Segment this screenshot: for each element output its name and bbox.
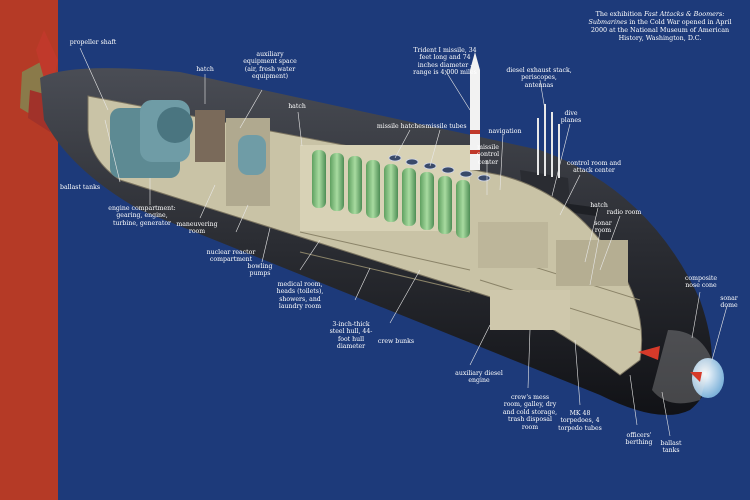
- label-ballast-tanks-stern: ballast tanks: [60, 184, 101, 191]
- label-missile-tubes: missile tubes: [425, 123, 467, 130]
- sonar-dome: [692, 358, 724, 398]
- label-auxiliary-diesel: auxiliary diesel engine: [455, 370, 503, 385]
- label-control-room: control room and attack center: [566, 160, 622, 175]
- engine-machinery: [110, 100, 225, 178]
- label-hatch-stern: hatch: [196, 66, 214, 73]
- caption-prefix: The exhibition: [595, 10, 645, 18]
- label-sonar-room: sonar room: [594, 220, 612, 235]
- label-hatch-mid: hatch: [288, 103, 306, 110]
- label-missile-hatches: missile hatches: [376, 123, 426, 130]
- label-auxiliary-equipment: auxiliary equipment space (air, fresh wa…: [243, 51, 297, 81]
- label-hatch-bow: hatch: [590, 202, 608, 209]
- label-sonar-dome: sonar dome: [720, 295, 738, 310]
- label-steel-hull: 3-inch-thick steel hull, 44-foot hull di…: [329, 321, 373, 351]
- label-ballast-tanks-bow: ballast tanks: [660, 440, 682, 455]
- label-bowling-pumps: bowling pumps: [247, 263, 273, 278]
- label-propeller-shaft: propeller shaft: [69, 39, 117, 46]
- trident-missile: [470, 52, 480, 170]
- label-maneuvering-room: maneuvering room: [176, 221, 218, 236]
- label-dive-planes: dive planes: [560, 110, 582, 125]
- label-crew-bunks: crew bunks: [377, 338, 415, 345]
- red-marker-nose: [690, 372, 702, 382]
- label-medical-room: medical room, heads (toilets), showers, …: [276, 281, 324, 311]
- label-engine-compartment: engine compartment: gearing, engine, tur…: [108, 205, 176, 227]
- label-composite-nose-cone: composite nose cone: [684, 275, 718, 290]
- label-crews-mess: crew's mess room, galley, dry and cold s…: [502, 394, 558, 431]
- label-officers-berthing: officers' berthing: [625, 432, 653, 447]
- reactor-compartment: [226, 118, 270, 206]
- leader-lines: [79, 47, 728, 437]
- label-torpedoes: MK 48 torpedoes, 4 torpedo tubes: [558, 410, 602, 432]
- exhibition-caption: The exhibition Fast Attacks & Boomers: S…: [585, 10, 735, 42]
- nose-cone: [652, 330, 712, 404]
- caption-exhibition-title: Fast Attacks & Boomers: Submarines: [588, 10, 725, 26]
- label-missile-control-center: missile control center: [476, 144, 500, 166]
- label-nuclear-reactor: nuclear reactor compartment: [206, 249, 256, 264]
- forward-compartments: [478, 222, 628, 330]
- label-diesel-exhaust: diesel exhaust stack, periscopes, antenn…: [506, 67, 572, 89]
- label-radio-room: radio room: [606, 209, 642, 216]
- caption-rest: in the Cold War opened in April 2000 at …: [590, 18, 732, 42]
- missile-tubes: [300, 145, 470, 238]
- red-marker-bow: [638, 346, 660, 360]
- label-trident-missile: Trident I missile, 34 feet long and 74 i…: [413, 47, 477, 77]
- label-navigation: navigation: [488, 128, 522, 135]
